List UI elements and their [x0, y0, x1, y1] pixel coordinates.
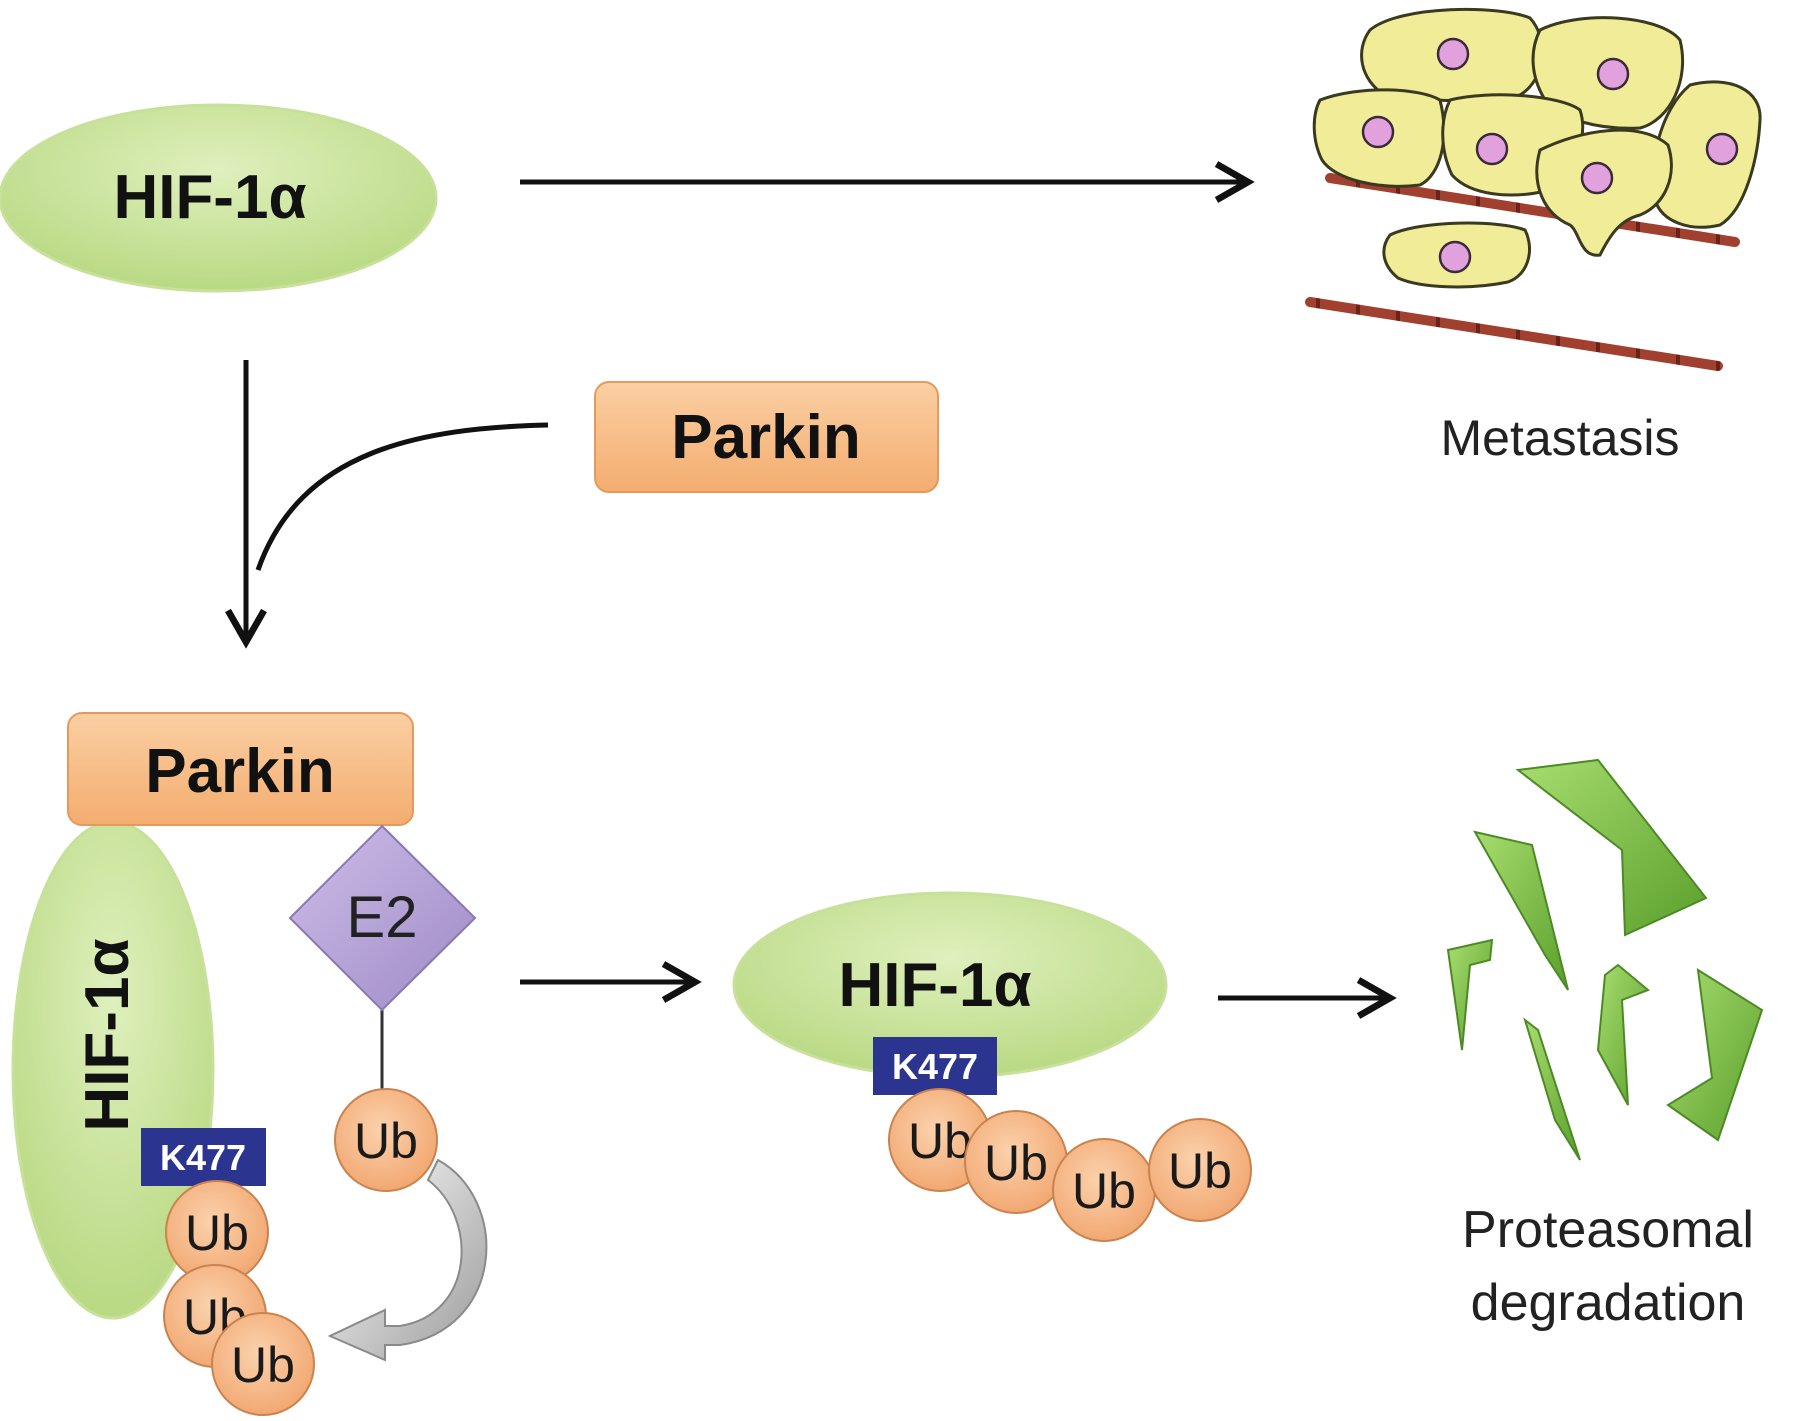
ub-label: Ub [231, 1337, 295, 1393]
proteasomal-label-line1: Proteasomal [1462, 1201, 1754, 1259]
parkin-node-complex: Parkin [67, 712, 414, 826]
hif-tagged-label: HIF-1α [838, 951, 1031, 1020]
ub-label: Ub [984, 1135, 1048, 1191]
e2-label: E2 [347, 885, 418, 950]
hif-node-tagged: HIF-1α [732, 891, 1168, 1079]
protein-fragments-icon [1446, 758, 1764, 1161]
ub-tagged-4: Ub [1148, 1118, 1252, 1222]
parkin-top-label: Parkin [671, 403, 861, 472]
ub-tagged-3: Ub [1052, 1138, 1156, 1242]
ub-label: Ub [354, 1113, 418, 1169]
ub-label: Ub [1072, 1163, 1136, 1219]
parkin-node-top: Parkin [594, 381, 939, 493]
ub-chain-tagged: Ub Ub Ub Ub [888, 1088, 1252, 1242]
hif-complex-label: HIF-1α [73, 938, 142, 1131]
ub-label: Ub [1168, 1143, 1232, 1199]
parkin-complex-label: Parkin [145, 737, 335, 806]
cancer-cell-cluster-icon [1305, 7, 1762, 371]
ub-label: Ub [185, 1205, 249, 1261]
k477-tag-tagged: K477 [873, 1037, 997, 1095]
proteasomal-label-line2: degradation [1471, 1274, 1746, 1332]
ub-e2: Ub [334, 1088, 438, 1192]
ub-chain-complex: Ub Ub Ub [163, 1180, 315, 1416]
ub-tagged-2: Ub [964, 1110, 1068, 1214]
k477-complex-label: K477 [160, 1137, 246, 1178]
e2-enzyme: E2 [288, 824, 477, 1095]
hif-top-label: HIF-1α [113, 163, 306, 232]
ub-transfer-arrow [327, 1158, 488, 1362]
k477-tagged-label: K477 [892, 1046, 978, 1087]
ub-complex-1: Ub [165, 1180, 269, 1284]
ub-label: Ub [908, 1113, 972, 1169]
parkin-inhibition-curve [255, 422, 549, 571]
hif-node-top: HIF-1α [0, 103, 438, 293]
metastasis-label: Metastasis [1441, 410, 1680, 466]
k477-tag-complex: K477 [141, 1128, 266, 1186]
ub-complex-2: Ub [163, 1264, 267, 1368]
ub-complex-3: Ub [211, 1312, 315, 1416]
